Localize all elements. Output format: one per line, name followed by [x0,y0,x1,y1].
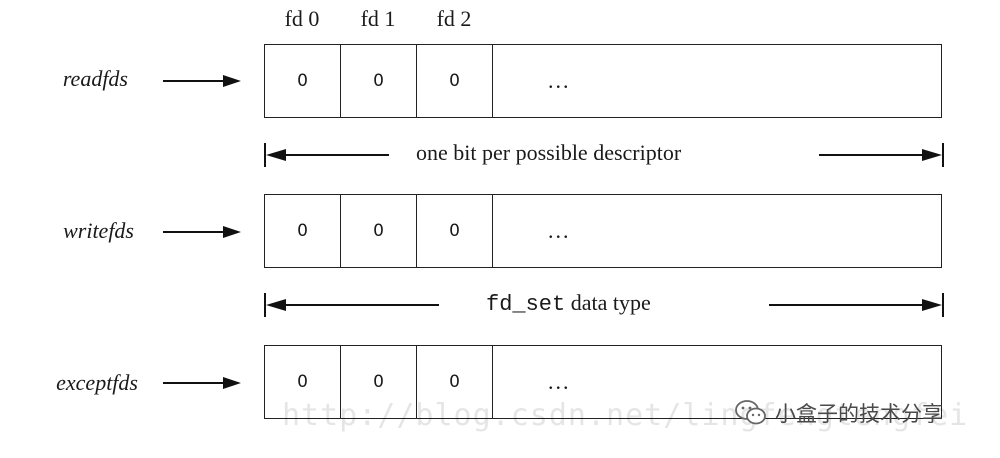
exceptfds-ellipsis: ... [548,369,571,394]
readfds-label: readfds [62,66,128,91]
exceptfds-arrow [163,377,241,389]
fdset-span-arrow [264,293,944,317]
writefds-arrow [163,226,241,238]
brand-text: 小盒子的技术分享 [775,402,943,426]
writefds-bit-0: 0 [265,195,341,267]
readfds-bit-0: 0 [265,45,341,117]
exceptfds-bit-array: 0 0 0 ... [264,345,942,419]
writefds-bit-2: 0 [417,195,493,267]
readfds-arrow [163,75,241,87]
exceptfds-bit-1: 0 [341,346,417,418]
exceptfds-label: exceptfds [56,370,138,395]
writefds-ellipsis: ... [548,218,571,243]
wechat-icon [735,400,766,425]
writefds-bit-array: 0 0 0 ... [264,194,942,268]
readfds-ellipsis: ... [548,68,571,93]
readfds-bit-array: 0 0 0 ... [264,44,942,118]
blog-watermark: http://blog.csdn.net/lingfengtengfei [282,398,969,433]
descriptor-span-arrow [264,143,944,167]
fd-1-header: fd 1 [360,6,396,31]
writefds-label: writefds [63,218,134,243]
brand-badge: 小盒子的技术分享 [735,398,943,428]
fdset-type-suffix: data type [570,290,651,315]
fdset-span-label: fd_set data type [478,290,659,317]
fdset-type-name: fd_set [486,292,566,317]
fd-0-header: fd 0 [284,6,320,31]
fd-2-header: fd 2 [436,6,472,31]
exceptfds-bit-0: 0 [265,346,341,418]
readfds-bit-2: 0 [417,45,493,117]
writefds-bit-1: 0 [341,195,417,267]
exceptfds-bit-2: 0 [417,346,493,418]
readfds-bit-1: 0 [341,45,417,117]
descriptor-span-label: one bit per possible descriptor [408,140,690,166]
